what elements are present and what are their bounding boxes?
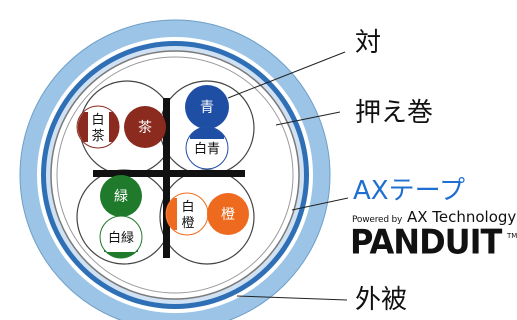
label-ax-tape: AXテープ — [353, 176, 466, 206]
label-pair: 対 — [355, 28, 382, 58]
wire-label-green: 緑 — [114, 189, 128, 205]
wire-blue — [185, 85, 229, 129]
ax-technology-text: AX Technology — [406, 208, 517, 226]
trademark-mark: TM — [507, 232, 517, 240]
panduit-logo: PANDUIT — [350, 222, 502, 262]
wire-label-white-orange-line2: 橙 — [181, 216, 194, 231]
wire-white-brown — [76, 105, 120, 149]
wire-label-white-brown-line1: 白 — [91, 112, 104, 128]
wire-white-blue — [185, 126, 229, 170]
wire-brown — [124, 106, 166, 148]
wire-label-blue: 青 — [200, 100, 214, 116]
wire-label-white-green: 白緑 — [108, 230, 134, 246]
wire-label-brown: 茶 — [138, 120, 152, 136]
leader-tape — [291, 197, 349, 211]
label-jacket: 外被 — [355, 285, 408, 315]
wire-label-orange: 橙 — [221, 207, 235, 223]
label-binder: 押え巻 — [355, 98, 434, 128]
wire-white-green — [99, 215, 143, 259]
wire-white-orange — [165, 192, 209, 236]
wire-label-white-brown-line2: 茶 — [91, 128, 104, 144]
wire-label-white-blue: 白青 — [194, 141, 220, 157]
leader-binder — [275, 111, 341, 126]
cross-separator-vertical — [163, 98, 170, 258]
powered-by-line: Powered by AX Technology — [352, 210, 516, 225]
wire-green — [100, 175, 142, 217]
powered-by-prefix: Powered by — [352, 215, 403, 225]
wire-orange — [207, 193, 249, 235]
leader-jacket — [236, 295, 348, 301]
wire-label-white-orange-line1: 白 — [181, 199, 194, 215]
leader-pair — [227, 51, 346, 99]
